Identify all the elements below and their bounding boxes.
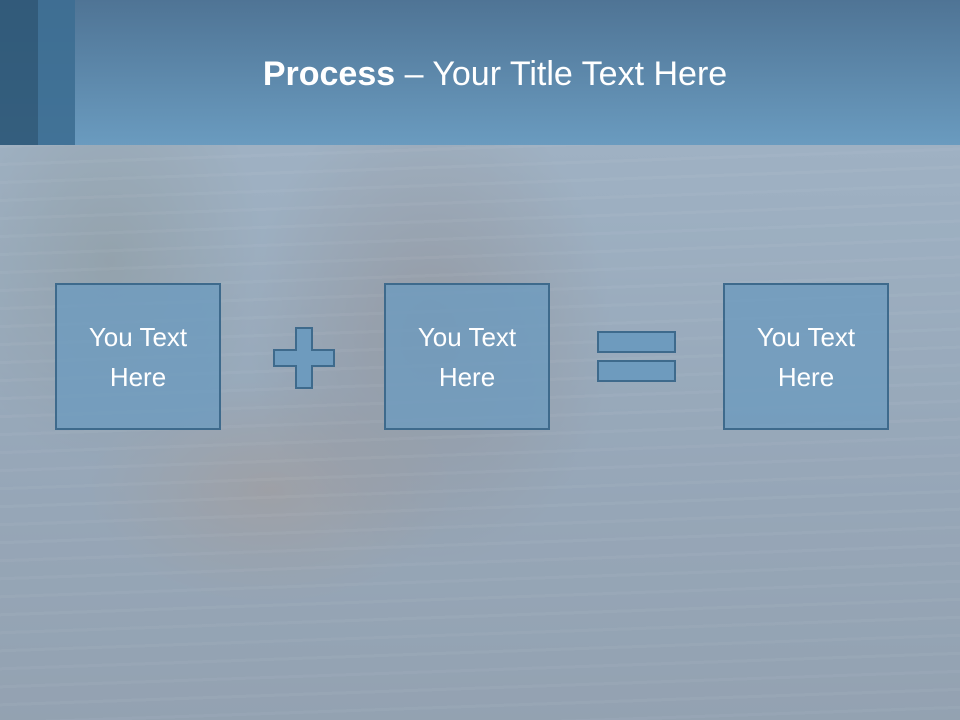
process-box-3[interactable]: You Text Here [723,283,889,430]
banner-accent-bar [38,0,75,145]
title-bold-text: Process [262,55,396,93]
equals-icon [597,331,676,382]
banner-accent-bar [0,0,38,145]
process-box-text: You Text Here [756,321,856,392]
process-box-text: You Text Here [88,321,188,392]
slide-title[interactable]: Process – Your Title Text Here [75,52,915,96]
process-box-2[interactable]: You Text Here [384,283,550,430]
title-rest-text: – Your Title Text Here [395,55,728,93]
title-banner: Process – Your Title Text Here [0,0,960,145]
process-box-1[interactable]: You Text Here [55,283,221,430]
process-box-text: You Text Here [417,321,517,392]
plus-icon [273,327,335,389]
